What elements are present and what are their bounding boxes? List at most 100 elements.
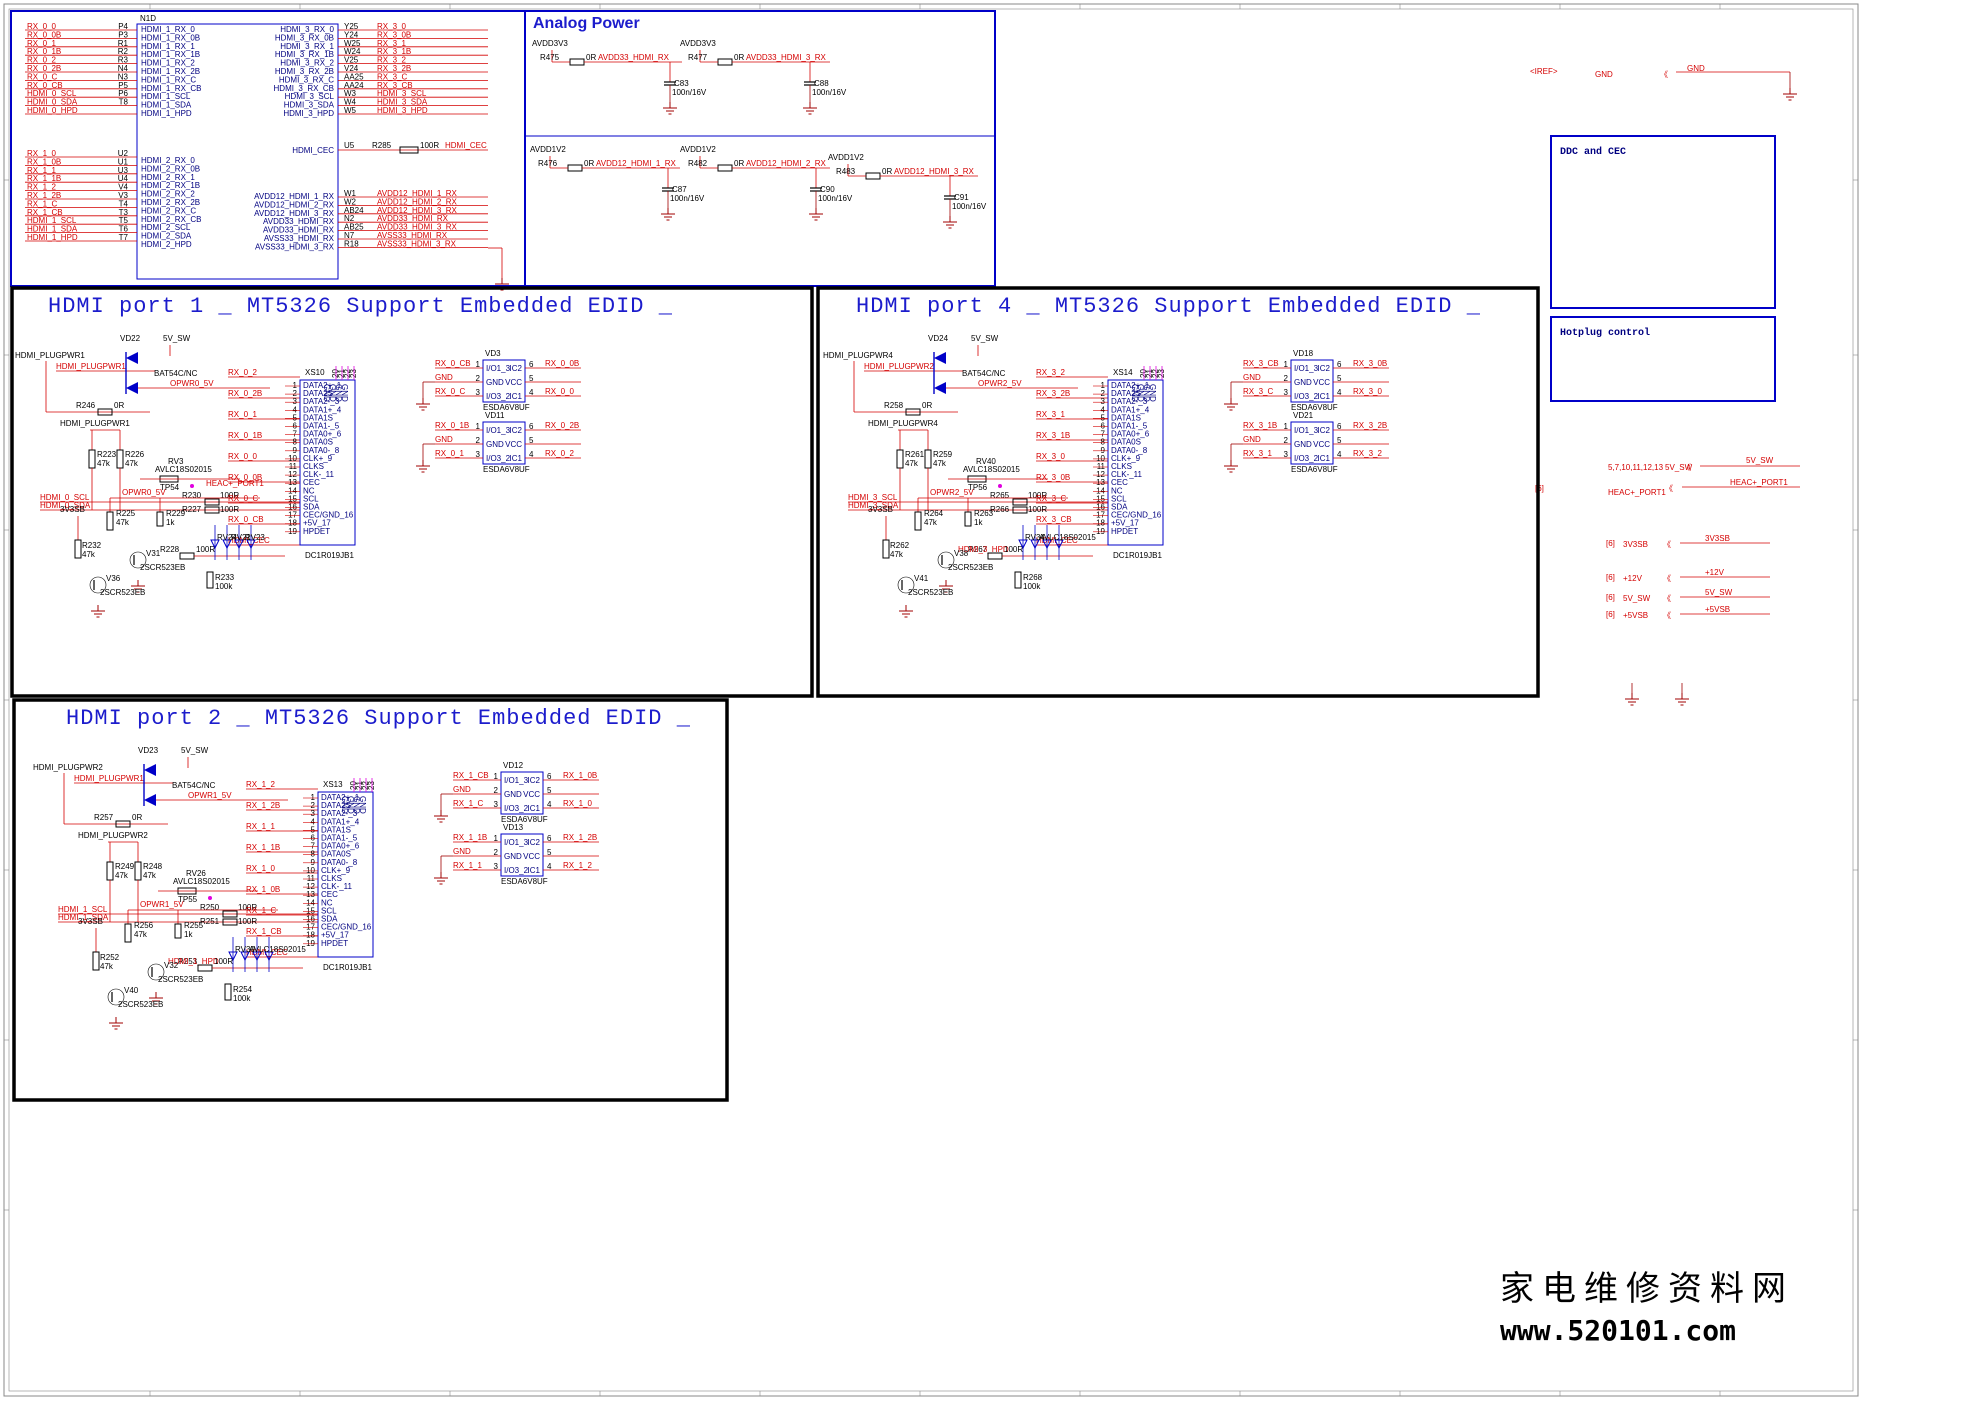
esd-chip — [1290, 421, 1334, 465]
diode-part: BAT54C/NC — [962, 369, 1006, 378]
varistor-part: AVLC18S02015 — [963, 465, 1020, 474]
esd-net-left: RX_0_1 — [435, 449, 464, 458]
heac-net: HEAC+_PORT1 — [206, 479, 264, 488]
esd-pin-num: 5 — [1337, 436, 1342, 445]
opwr-net-2: OPWR1_5V — [140, 900, 184, 909]
pullup-ref: R226 — [125, 450, 145, 459]
soc-ball: W2 — [344, 197, 357, 206]
scl-net: HDMI_1_SCL — [58, 905, 108, 914]
sb-label: 3V3SB — [60, 505, 85, 514]
connector-pin-num: 11 — [307, 874, 316, 883]
connector-gnd: GND — [1130, 384, 1139, 402]
hpd-res-val: 100R — [1004, 545, 1023, 554]
connector-pin-num: 18 — [288, 519, 297, 528]
resistor — [115, 820, 131, 828]
hpd-res-ref: R262 — [890, 541, 910, 550]
esd-net-right: RX_3_0 — [1353, 387, 1382, 396]
rail-source: AVDD3V3 — [680, 39, 716, 48]
soc-ball: T6 — [119, 225, 129, 234]
rail-net: AVDD33_HDMI_3_RX — [746, 53, 827, 62]
connector-pin: +5V_17 — [303, 519, 331, 528]
esd-net-left: RX_0_1B — [435, 421, 469, 430]
ddc-res-ref: R230 — [182, 491, 202, 500]
connector-gnd-num: 22 — [1151, 369, 1160, 378]
varistor-part: AVLC18S02015 — [155, 465, 212, 474]
varistor-bank-ref: RV21 — [231, 533, 251, 542]
connector-pin: SDA — [1111, 503, 1128, 512]
connector-gnd-num: 21 — [355, 781, 364, 790]
resistor — [124, 923, 132, 943]
connector-pin: CLK-_11 — [303, 470, 335, 479]
connector-gnd: GND — [346, 796, 355, 814]
esd-pin: GND — [486, 440, 504, 449]
power-sheet-ref: [6] — [1606, 573, 1615, 582]
connector-gnd-num: 23 — [1157, 369, 1166, 378]
connector-pin-num: 2 — [311, 801, 316, 810]
esd-pin: IC2 — [1318, 364, 1331, 373]
tp-ref: TP55 — [178, 895, 198, 904]
connector-pin: DATA2-_3 — [321, 809, 358, 818]
connector-pin: DATA1-_5 — [1111, 422, 1148, 431]
connector-pin-num: 6 — [1101, 422, 1106, 431]
soc-net-left: RX_0_2 — [27, 56, 56, 65]
connector-gnd-num: 23 — [349, 369, 358, 378]
connector-pin-num: 18 — [306, 931, 315, 940]
connector-pin-num: 13 — [288, 478, 297, 487]
esd-pin: IC1 — [528, 804, 541, 813]
rail-res: R477 — [688, 53, 708, 62]
connector-pin-num: 9 — [293, 446, 298, 455]
hpd-res-ref: R233 — [215, 573, 235, 582]
rail-capval: 100n/16V — [670, 194, 705, 203]
connector-pin-num: 7 — [311, 842, 316, 851]
hpd-res-ref: R225 — [116, 509, 136, 518]
plug-label: HDMI_PLUGPWR4 — [823, 351, 893, 360]
esd-ref: VD21 — [1293, 411, 1314, 420]
resistor — [865, 172, 881, 180]
watermark-line-2: www.520101.com — [1500, 1314, 1736, 1347]
soc-ball: N7 — [344, 231, 355, 240]
port-frame — [12, 698, 729, 1102]
tvs-symbol — [210, 539, 220, 550]
resistor — [88, 449, 96, 469]
connector-pin: SCL — [303, 494, 319, 503]
test-point — [998, 484, 1002, 488]
connector-pin: CEC/GND_16 — [1111, 511, 1162, 520]
connector-pin: CLK-_11 — [321, 882, 353, 891]
hpd-res-val: 47k — [82, 550, 96, 559]
connector-gnd: GND — [1136, 384, 1145, 402]
connector-pin-num: 8 — [1101, 438, 1106, 447]
rail-source: AVDD3V3 — [532, 39, 568, 48]
soc-net-left: RX_1_0B — [27, 157, 61, 166]
power-label: +12V — [1623, 574, 1643, 583]
soc-net-left: RX_1_1B — [27, 174, 61, 183]
transistor — [937, 551, 955, 569]
soc-ball: T7 — [119, 233, 129, 242]
esd-pin: VCC — [523, 852, 540, 861]
soc-pin: HDMI_3_SCL — [285, 92, 335, 101]
esd-net-left: GND — [1243, 373, 1261, 382]
soc-net-left: RX_0_1 — [27, 39, 56, 48]
power-sheet-ref: [6] — [1606, 539, 1615, 548]
esd-net-left: RX_1_1B — [453, 833, 487, 842]
hpd-res-ref: R253 — [178, 957, 198, 966]
connector-pin: CEC/GND_16 — [321, 923, 372, 932]
soc-pin: HDMI_3_RX_0B — [275, 33, 334, 42]
esd-pin: I/O3_2 — [504, 866, 529, 875]
rail-cap: C87 — [672, 185, 687, 194]
connector-pin: DATA0S — [321, 850, 351, 859]
rail-source: AVDD1V2 — [828, 153, 864, 162]
connector-net: RX_0_2 — [228, 368, 257, 377]
resistor — [222, 918, 238, 926]
soc-ball: P6 — [118, 89, 128, 98]
connector-net: RX_3_C — [1036, 494, 1066, 503]
resistor — [106, 861, 114, 881]
soc-pin: AVDD33_HDMI_RX — [263, 226, 335, 235]
esd-net-left: GND — [453, 847, 471, 856]
soc-pin: HDMI_3_RX_1B — [275, 50, 334, 59]
tvs-symbol — [222, 539, 232, 550]
link-res: R257 — [94, 813, 114, 822]
connector-pin: DATA2-_3 — [303, 397, 340, 406]
connector-pin: HPDET — [303, 527, 330, 536]
soc-pin: HDMI_2_RX_0B — [141, 164, 200, 173]
connector-pin: CEC — [1111, 478, 1128, 487]
